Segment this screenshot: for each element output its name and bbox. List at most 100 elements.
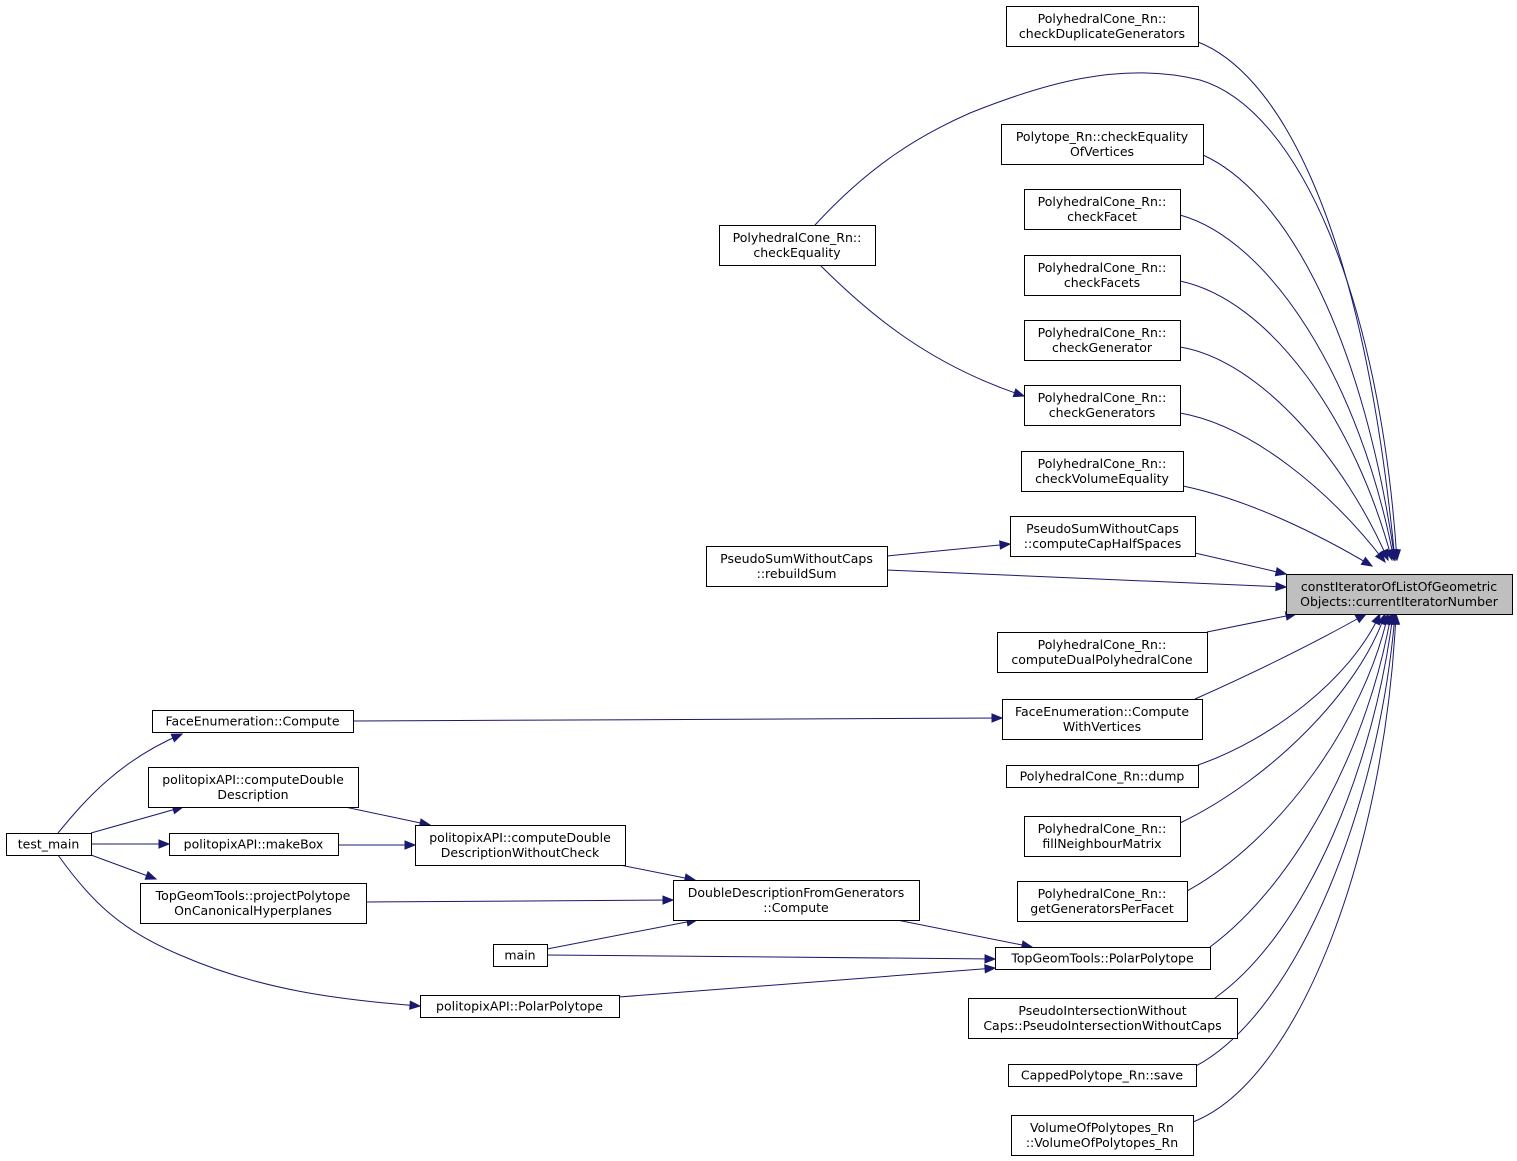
node-apiMakeBox[interactable]: politopixAPI::makeBox (169, 833, 339, 856)
edge-apiComputeDD-to-apiComputeDDWithoutCheck (344, 806, 432, 828)
node-checkVolumeEquality[interactable]: PolyhedralCone_Rn::checkVolumeEquality (1021, 451, 1184, 492)
node-label-line: politopixAPI::makeBox (184, 837, 324, 852)
edge-line (1197, 613, 1381, 766)
edge-line (57, 854, 421, 1007)
edge-arrowhead (991, 713, 1004, 723)
node-label-line: PolyhedralCone_Rn::dump (1020, 769, 1185, 784)
node-box (1001, 124, 1204, 165)
edge-pseudoIntersection-to-target (1214, 612, 1397, 999)
node-save[interactable]: CappedPolytope_Rn::save (1008, 1064, 1197, 1087)
node-label-line: checkVolumeEquality (1035, 471, 1169, 486)
node-label-line: PseudoSumWithoutCaps (1026, 521, 1179, 536)
node-label-line: PolyhedralCone_Rn:: (1038, 456, 1167, 471)
edge-computeDualPolyhedralCone-to-target (1206, 611, 1298, 633)
node-box (6, 833, 92, 856)
node-box (1006, 765, 1199, 788)
edge-line (1179, 412, 1386, 563)
node-fillNeighbourMatrix[interactable]: PolyhedralCone_Rn::fillNeighbourMatrix (1024, 816, 1181, 857)
node-apiPolarPolytope[interactable]: politopixAPI::PolarPolytope (420, 995, 620, 1018)
node-box (995, 947, 1211, 970)
edge-rebuildSum-to-target (886, 569, 1288, 592)
node-box (1024, 189, 1181, 230)
node-rebuildSum[interactable]: PseudoSumWithoutCaps::rebuildSum (706, 546, 888, 587)
edge-arrowhead (1390, 612, 1401, 625)
node-testMain[interactable]: test_main (6, 833, 92, 856)
node-checkGenerator[interactable]: PolyhedralCone_Rn::checkGenerator (1024, 320, 1181, 361)
node-label-line: checkFacet (1067, 209, 1137, 224)
edge-arrowhead (1012, 388, 1026, 398)
edge-volumeOfPolytopes-to-target (1192, 612, 1401, 1123)
node-box (706, 546, 888, 587)
node-label-line: WithVertices (1063, 719, 1141, 734)
edge-line (90, 806, 184, 834)
node-label-line: PolyhedralCone_Rn:: (1038, 886, 1167, 901)
node-target[interactable]: constIteratorOfListOfGeometricObjects::c… (1286, 574, 1513, 615)
edge-arrowhead (1360, 556, 1374, 567)
node-label-line: TopGeomTools::projectPolytope (155, 888, 351, 903)
edge-computeCapHalfSpaces-to-target (1194, 552, 1288, 577)
edge-arrowhead (1275, 581, 1288, 592)
node-checkGenerators[interactable]: PolyhedralCone_Rn::checkGenerators (1024, 385, 1181, 426)
edge-line (619, 864, 696, 881)
node-getGeneratorsPerFacet[interactable]: PolyhedralCone_Rn::getGeneratorsPerFacet (1017, 881, 1188, 922)
edge-line (1179, 280, 1393, 561)
edge-checkFacet-to-target (1179, 214, 1397, 562)
node-label-line: PolyhedralCone_Rn:: (1038, 11, 1167, 26)
node-topPolarPolytope[interactable]: TopGeomTools::PolarPolytope (995, 947, 1211, 970)
node-label-line: main (504, 948, 535, 963)
node-checkEquality[interactable]: PolyhedralCone_Rn::checkEquality (719, 225, 876, 266)
node-box (169, 833, 339, 856)
node-faceCompute[interactable]: FaceEnumeration::Compute (152, 710, 354, 733)
node-label-line: politopixAPI::computeDouble (429, 830, 611, 845)
edge-arrowhead (158, 839, 171, 849)
node-box (673, 880, 920, 921)
edge-line (886, 569, 1287, 588)
node-label-line: ::rebuildSum (757, 566, 837, 581)
node-box (1017, 881, 1188, 922)
edge-arrowhead (404, 840, 417, 850)
edge-testMain-to-apiMakeBox (91, 839, 171, 849)
edge-line (1209, 613, 1392, 948)
node-projectPolytope[interactable]: TopGeomTools::projectPolytopeOnCanonical… (140, 883, 367, 924)
node-volumeOfPolytopes[interactable]: VolumeOfPolytopes_Rn::VolumeOfPolytopes_… (1011, 1115, 1194, 1156)
node-apiComputeDDWithoutCheck[interactable]: politopixAPI::computeDoubleDescriptionWi… (415, 825, 626, 866)
node-label-line: Caps::PseudoIntersectionWithoutCaps (983, 1018, 1221, 1033)
edge-arrowhead (662, 895, 675, 905)
edge-checkEquality-to-checkGenerators (819, 264, 1026, 398)
node-pseudoIntersection[interactable]: PseudoIntersectionWithoutCaps::PseudoInt… (968, 998, 1238, 1039)
edge-main-to-topPolarPolytope (546, 954, 997, 964)
edge-arrowhead (999, 540, 1012, 550)
edge-checkGenerators-to-target (1179, 412, 1386, 564)
node-label-line: checkGenerator (1052, 340, 1153, 355)
node-main[interactable]: main (493, 944, 548, 967)
node-checkFacets[interactable]: PolyhedralCone_Rn::checkFacets (1024, 255, 1181, 296)
node-checkFacet[interactable]: PolyhedralCone_Rn::checkFacet (1024, 189, 1181, 230)
node-box (1024, 255, 1181, 296)
edge-arrowhead (1374, 550, 1386, 564)
node-label-line: checkGenerators (1049, 405, 1156, 420)
node-box (1008, 1064, 1197, 1087)
node-label-line: PolyhedralCone_Rn:: (1038, 821, 1167, 836)
node-computeCapHalfSpaces[interactable]: PseudoSumWithoutCaps::computeCapHalfSpac… (1010, 516, 1196, 557)
node-ddCompute[interactable]: DoubleDescriptionFromGenerators::Compute (673, 880, 920, 921)
node-box (1011, 1115, 1194, 1156)
node-label-line: politopixAPI::PolarPolytope (436, 999, 603, 1014)
node-label-line: test_main (18, 837, 80, 852)
node-dump[interactable]: PolyhedralCone_Rn::dump (1006, 765, 1199, 788)
node-label-line: PseudoIntersectionWithout (1018, 1003, 1186, 1018)
edge-fillNeighbourMatrix-to-target (1179, 612, 1387, 824)
node-label-line: FaceEnumeration::Compute (165, 714, 339, 729)
edge-arrowhead (144, 870, 158, 880)
node-computeDualPolyhedralCone[interactable]: PolyhedralCone_Rn::computeDualPolyhedral… (997, 632, 1208, 673)
edge-line (546, 919, 698, 950)
node-checkDuplicateGenerators[interactable]: PolyhedralCone_Rn::checkDuplicateGenerat… (1006, 6, 1199, 47)
node-label-line: PolyhedralCone_Rn:: (733, 230, 862, 245)
node-label-line: ::VolumeOfPolytopes_Rn (1026, 1135, 1178, 1150)
edge-line (1194, 552, 1287, 575)
node-box (968, 998, 1238, 1039)
node-label-line: TopGeomTools::PolarPolytope (1010, 951, 1194, 966)
